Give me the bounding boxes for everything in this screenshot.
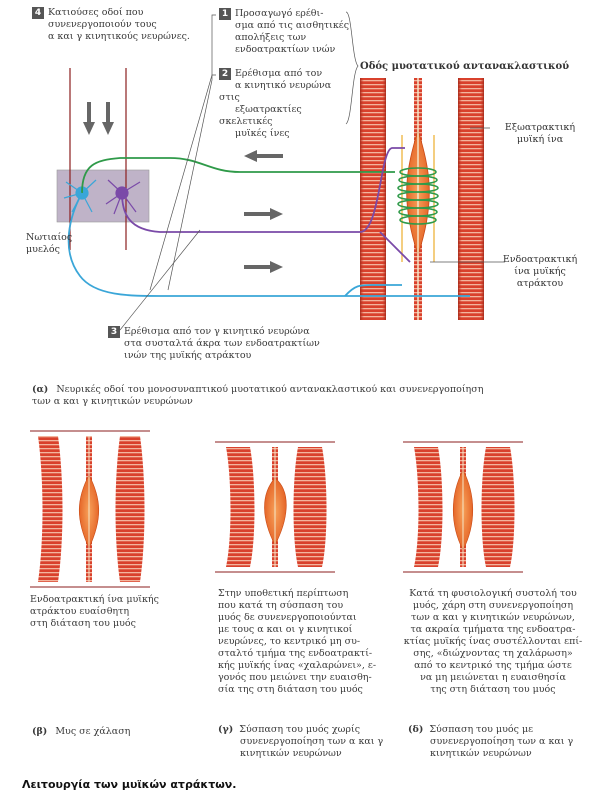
callout-1-line: ενδοατρακτίων ινών — [235, 44, 336, 55]
panel-d-desc-line: της στη διάταση του μυός — [430, 684, 556, 695]
callout-3-line: ινών της μυϊκής ατράκτου — [124, 350, 252, 361]
callout-2-number: 2 — [219, 68, 231, 80]
panel-d-tag: (δ) — [408, 724, 424, 735]
callout-2-line: εξωατρακτίες σκελετικές — [219, 104, 302, 127]
callout-2: 2 Ερέθισμα από τον α κινητικό νευρώνα στι… — [219, 68, 354, 140]
callout-4: 4 Κατιούσες οδοί που συνενεργοποιούν τους… — [32, 7, 202, 43]
panel-c-desc-line: γονός που μειώνει την ευαισθη- — [218, 672, 372, 683]
extrafusal-fiber-right — [458, 78, 484, 320]
callout-3-line: στα συσταλτά άκρα των ενδοατρακτίων — [124, 338, 320, 349]
panel-d-caption-line: συνενεργοποίηση των α και γ — [430, 736, 574, 747]
callout-1-line: σμα από τις αισθητικές — [235, 20, 350, 31]
caption-a: (α) Νευρικές οδοί του μονοσυναπτικού μυοτ… — [32, 384, 552, 408]
callout-4-number: 4 — [32, 7, 44, 19]
panel-c-desc-line: κής μυϊκής ίνας «χαλαρώνει», ε- — [218, 660, 377, 671]
panel-d-desc-line: των α και γ κινητικών νευρώνων, — [411, 612, 575, 623]
panel-b-desc-line: στη διάταση του μυός — [30, 618, 136, 629]
panel-c-caption-line: Σύσπαση του μυός χωρίς — [239, 724, 361, 735]
panel-c-desc-line: μυός δε συνενεργοποιούνται — [218, 612, 357, 623]
spinal-cord-label-line: Νωτιαίος — [26, 232, 73, 243]
alpha-pathway — [121, 147, 405, 233]
panel-b-desc-line: Ενδοατρακτική ίνα μυϊκής — [30, 594, 159, 605]
callout-2-line: Ερέθισμα από τον — [235, 68, 323, 79]
callout-4-line: Κατιούσες οδοί που — [48, 7, 144, 18]
panel-c-caption-line: κινητικών νευρώνων — [240, 748, 342, 759]
panel-c-desc-line: σταλτό τμήμα της ενδοατρακτί- — [218, 648, 373, 659]
panel-b-caption-line: Μυς σε χάλαση — [55, 726, 131, 737]
caption-a-line: των α και γ κινητικών νευρώνων — [32, 396, 193, 407]
pathway-label: Οδός μυοτατικού αντανακλαστικού — [360, 61, 570, 72]
callout-1-number: 1 — [219, 8, 231, 20]
panel-c-fibers — [215, 441, 335, 573]
panel-c-caption: (γ) Σύσπαση του μυός χωρίς συνενεργοποίησ… — [218, 724, 393, 760]
panel-c-tag: (γ) — [218, 724, 234, 735]
caption-a-line: Νευρικές οδοί του μονοσυναπτικού μυοτατι… — [56, 384, 484, 395]
panel-d-caption-line: κινητικών νευρώνων — [430, 748, 532, 759]
panel-c-desc-line: που κατά τη σύσπαση του — [218, 600, 344, 611]
panel-b-fibers — [30, 430, 150, 588]
callout-3-line: Ερέθισμα από τον γ κινητικό νευρώνα — [124, 326, 310, 337]
panel-c-caption-line: συνενεργοποίηση των α και γ — [240, 736, 384, 747]
callout-1-line: Προσαγωγό ερέθι- — [235, 8, 324, 19]
panel-d-description: Κατά τη φυσιολογική συστολή του μυός, χά… — [398, 588, 588, 696]
panel-b-tag: (β) — [32, 726, 48, 737]
callout-4-line: συνενεργοποιούν τους — [48, 19, 157, 30]
callout-1-line: απολήξεις των — [235, 32, 307, 43]
panel-c-desc-line: νευρώνες, το κεντρικό μη συ- — [218, 636, 361, 647]
sensory-coil — [397, 167, 439, 225]
spinal-cord-label: Νωτιαίος μυελός — [26, 232, 96, 256]
panel-d-desc-line: κτίας μυϊκής ίνας συστέλλονται επί- — [403, 636, 583, 647]
panel-b-desc-line: ατράκτου ευαίσθητη — [30, 606, 130, 617]
panel-d-desc-line: να μη μειώνεται η ευαισθησία — [420, 672, 566, 683]
panel-d-caption-line: Σύσπαση του μυός με — [429, 724, 534, 735]
intrafusal-label-line: ίνα μυϊκής — [514, 266, 566, 277]
afferent-pathway — [81, 157, 395, 194]
extrafusal-label: Εξωατρακτική μυϊκή ίνα — [500, 122, 580, 146]
spinal-cord-label-line: μυελός — [26, 244, 60, 255]
callout-4-line: α και γ κινητικούς νευρώνες. — [48, 31, 190, 42]
extrafusal-fiber-left — [360, 78, 386, 320]
descending-arrows — [83, 102, 114, 135]
intrafusal-label: Ενδοατρακτική ίνα μυϊκής ατράκτου — [500, 254, 580, 290]
panel-b-caption: (β) Μυς σε χάλαση — [32, 726, 202, 738]
callout-2-line: α κινητικό νευρώνα στις — [219, 80, 332, 103]
intrafusal-label-line: Ενδοατρακτική — [502, 254, 578, 265]
gamma-pathway — [67, 192, 470, 297]
pathway-arrows — [244, 150, 283, 273]
intrafusal-label-line: ατράκτου — [516, 278, 564, 289]
panel-b-description: Ενδοατρακτική ίνα μυϊκής ατράκτου ευαίσθ… — [30, 594, 180, 630]
callout-3: 3 Ερέθισμα από τον γ κινητικό νευρώνα στα… — [108, 326, 338, 362]
panel-d-desc-line: τα ακραία τμήματα της ενδοατρα- — [410, 624, 576, 635]
panel-d-caption: (δ) Σύσπαση του μυός με συνενεργοποίηση τ… — [408, 724, 588, 760]
panel-d-desc-line: μυός, χάρη στη συνενεργοποίηση — [412, 600, 574, 611]
callout-3-number: 3 — [108, 326, 120, 338]
panel-c-description: Στην υποθετική περίπτωση που κατά τη σύσ… — [218, 588, 378, 696]
panel-d-fibers — [403, 441, 523, 573]
panel-c-desc-line: σία της στη διάταση του μυός — [218, 684, 363, 695]
callout-1: 1 Προσαγωγό ερέθι- σμα από τις αισθητικές… — [219, 8, 349, 56]
figure-title: Λειτουργία των μυϊκών ατράκτων. — [22, 778, 237, 791]
panel-d-desc-line: από το κεντρικό της τμήμα ώστε — [414, 660, 572, 671]
panel-c-desc-line: Στην υποθετική περίπτωση — [218, 588, 349, 599]
panel-c-desc-line: με τους α και οι γ κινητικοί — [218, 624, 353, 635]
caption-a-tag: (α) — [32, 384, 49, 395]
panel-d-desc-line: Κατά τη φυσιολογική συστολή του — [409, 588, 577, 599]
extrafusal-label-line: Εξωατρακτική — [504, 122, 576, 133]
extrafusal-label-line: μυϊκή ίνα — [516, 134, 564, 145]
callout-2-line: μυϊκές ίνες — [235, 128, 290, 139]
panel-d-desc-line: σης, «διώχνοντας τη χαλάρωση» — [413, 648, 573, 659]
